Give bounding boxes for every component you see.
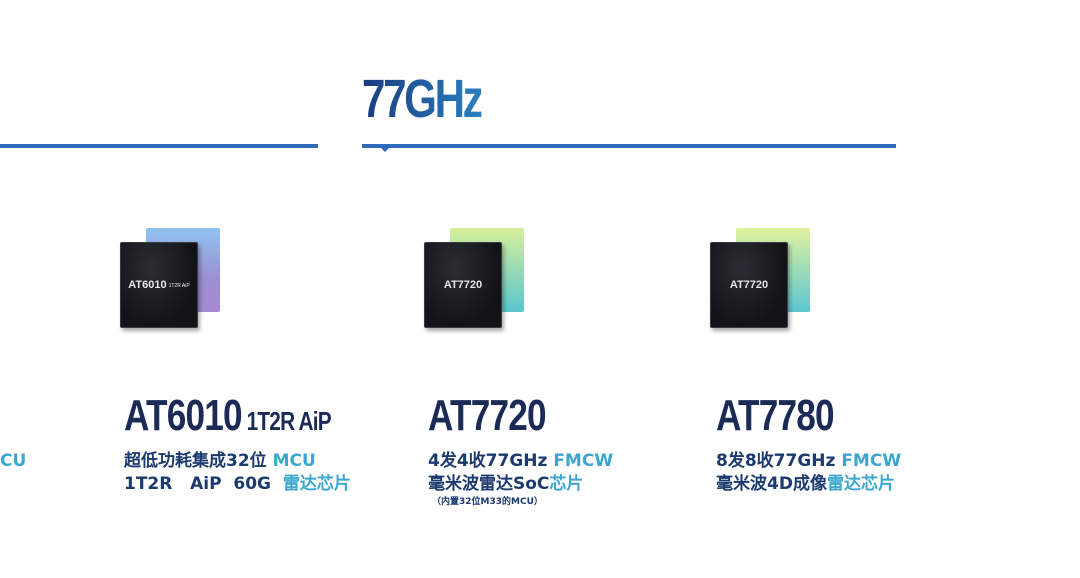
product-name: AT7780 <box>716 391 835 440</box>
product-name: AT6010 <box>124 391 243 440</box>
description-text: 4发4收77GHz <box>428 451 554 471</box>
chip-label: AT7720 <box>729 279 769 291</box>
description-line-1: 超低功耗集成32位 MCU <box>124 450 351 473</box>
chip-sublabel: 1T2R AiP <box>168 283 190 289</box>
product-name-suffix: 1T2R AiP <box>246 406 332 436</box>
divider-notch-icon <box>380 147 390 152</box>
description-highlight: FMCW <box>841 451 902 471</box>
description-line-1: 8发8收77GHz FMCW <box>716 450 901 473</box>
description-line-1: 4发4收77GHz FMCW <box>428 450 613 473</box>
description-highlight: FMCW <box>553 451 614 471</box>
chip-image-at6010: AT6010 1T2R AiP <box>120 228 220 328</box>
description-line-2: 毫米波4D成像雷达芯片 <box>716 473 901 496</box>
product-description-at7720: 4发4收77GHz FMCW 毫米波雷达SoC芯片 （内置32位M33的MCU） <box>428 450 613 508</box>
section-title: 77GHz <box>362 69 484 129</box>
description-note: （内置32位M33的MCU） <box>432 497 543 507</box>
chip-image-at7720: AT7720 <box>424 228 524 328</box>
description-highlight: 雷达芯片 <box>282 474 351 494</box>
product-name-at7720: AT7720 <box>428 391 547 440</box>
divider-left <box>0 144 318 148</box>
product-description-at7780: 8发8收77GHz FMCW 毫米波4D成像雷达芯片 <box>716 450 901 496</box>
chip-image-at7780: AT7720 <box>710 228 810 328</box>
product-description-at6010: 超低功耗集成32位 MCU 1T2R AiP 60G 雷达芯片 <box>124 450 351 496</box>
chip-label: AT7720 <box>443 279 483 291</box>
description-highlight: 雷达芯片 <box>826 474 895 494</box>
description-text: 毫米波4D成像 <box>716 474 827 494</box>
product-name: AT7720 <box>428 391 547 440</box>
cropped-text-fragment: CU <box>0 451 27 471</box>
chip-face: AT6010 1T2R AiP <box>120 242 198 328</box>
description-highlight: MCU <box>272 451 316 471</box>
description-line-2: 1T2R AiP 60G 雷达芯片 <box>124 473 351 496</box>
chip-label: AT6010 <box>128 279 167 291</box>
description-text: 超低功耗集成32位 <box>124 451 273 471</box>
divider-right <box>362 144 896 148</box>
product-name-at7780: AT7780 <box>716 391 835 440</box>
description-line-2: 毫米波雷达SoC芯片 <box>428 473 613 496</box>
description-text: 1T2R AiP 60G <box>124 474 283 494</box>
chip-face: AT7720 <box>424 242 502 328</box>
description-highlight: 芯片 <box>549 474 584 494</box>
description-text: 毫米波雷达SoC <box>428 474 550 494</box>
chip-face: AT7720 <box>710 242 788 328</box>
description-text: 8发8收77GHz <box>716 451 842 471</box>
